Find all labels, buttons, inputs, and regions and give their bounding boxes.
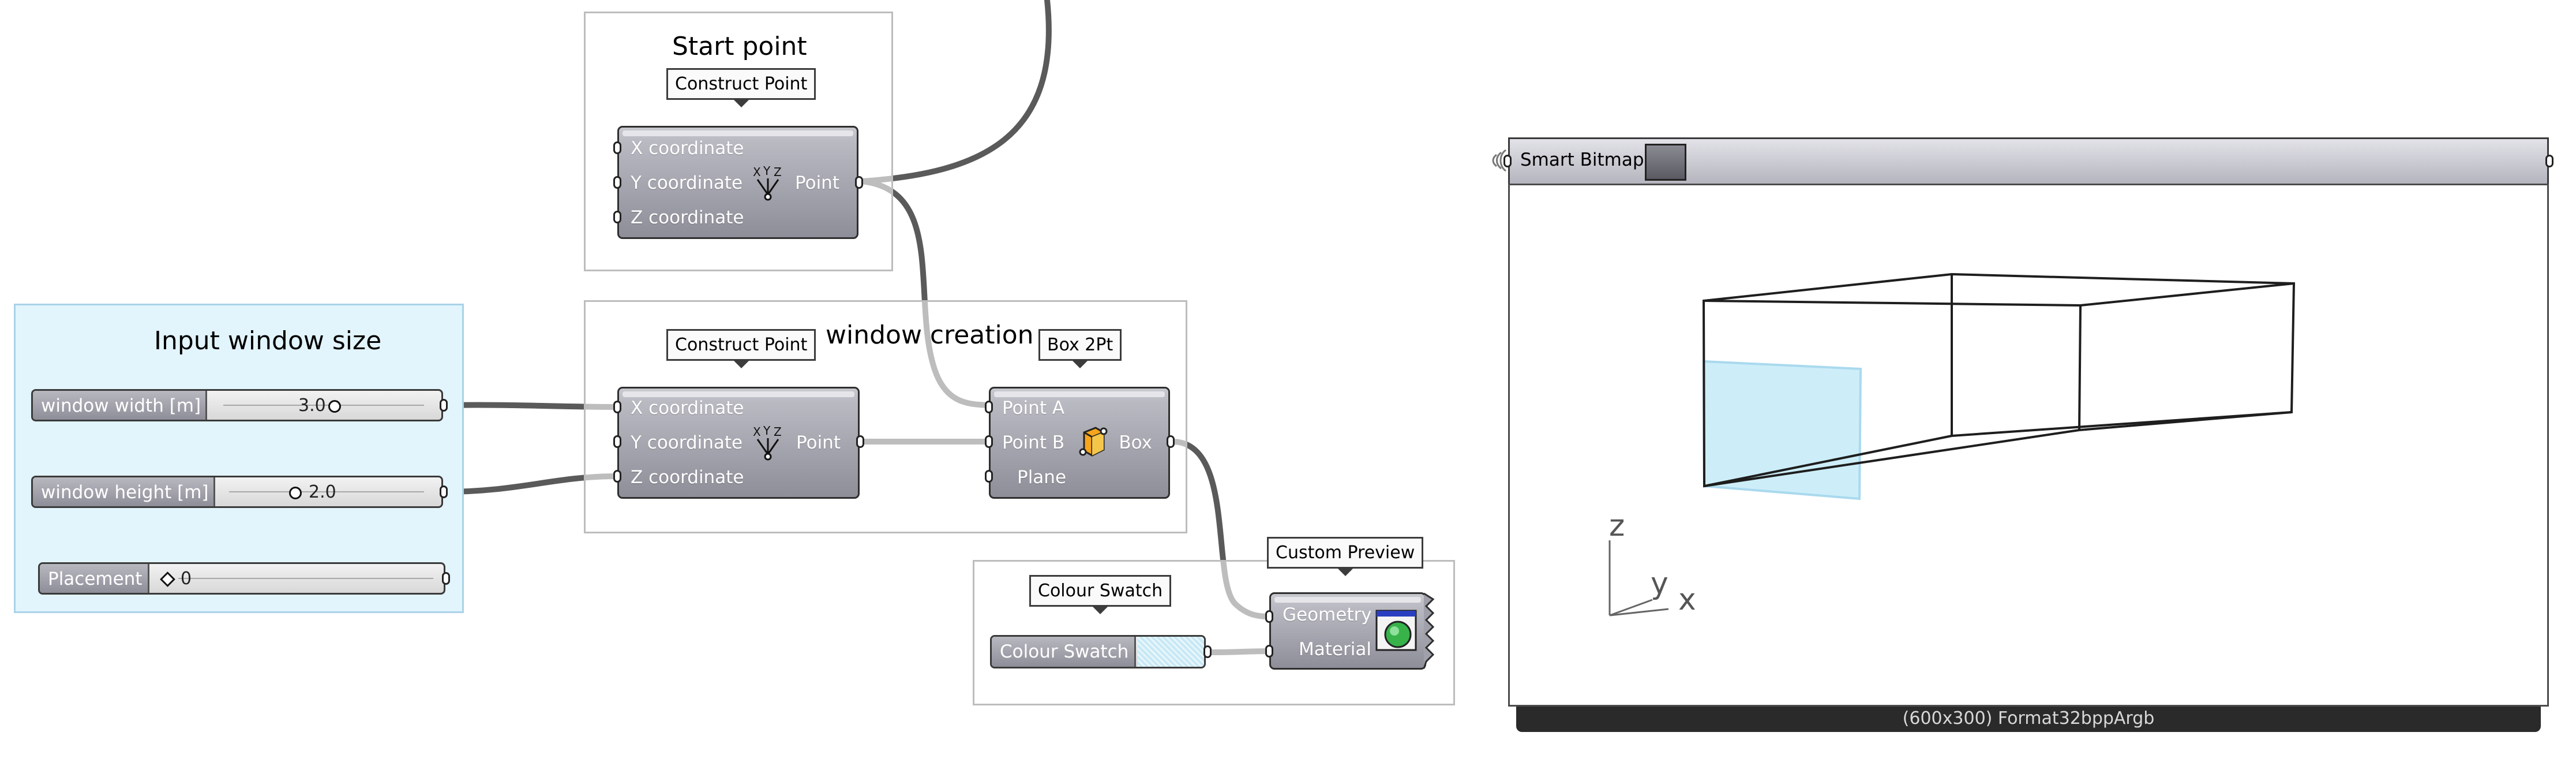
group-input-window-size[interactable]: Input window size [14,304,464,613]
input-label: Plane [1017,467,1067,488]
output-label: Point [795,173,839,193]
custom-preview-component[interactable]: Geometry Material [1269,592,1426,670]
output-grip[interactable] [2545,155,2553,167]
svg-text:Y: Y [763,424,771,438]
smart-bitmap-title: Smart Bitmap [1520,150,1644,170]
input-grip[interactable] [613,176,621,189]
output-grip[interactable] [442,572,450,585]
output-grip[interactable] [855,176,863,189]
output-label: Box [1119,432,1152,453]
xyz-icon: X Y Z [753,424,782,461]
input-grip[interactable] [985,435,993,448]
slider-label: window height [m] [33,477,215,506]
construct-point-mid-component[interactable]: X coordinate Y coordinate Z coordinate X… [617,387,860,499]
group-title: Input window size [154,326,382,356]
window-width-slider[interactable]: window width [m] 3.0 [31,389,443,421]
slider-track [223,405,424,406]
svg-text:X: X [753,425,761,439]
axis-label-x: x [1678,582,1696,617]
input-grip[interactable] [985,470,993,483]
output-grip[interactable] [440,485,448,498]
slider-value: 2.0 [309,482,336,502]
output-grip[interactable] [856,435,864,448]
box-icon [1079,427,1108,457]
colour-swatch-color[interactable] [1138,637,1204,667]
wireless-icon [1492,149,1506,172]
group-title: window creation [826,320,1034,350]
slider-knob[interactable] [328,400,341,413]
input-grip[interactable] [1265,645,1273,658]
slider-value: 0 [181,569,192,589]
slider-track [229,491,424,492]
smart-bitmap-viewport[interactable]: z y x [1508,184,2549,707]
preview-sphere-icon [1375,610,1417,651]
zigzag-edge [1424,592,1435,669]
placement-slider[interactable]: Placement 0 [38,562,445,595]
smart-bitmap-header[interactable]: Smart Bitmap [1508,137,2549,185]
svg-text:X: X [753,165,761,179]
input-label: Point B [1002,432,1065,453]
input-label: Material [1299,639,1371,660]
input-label: Point A [1002,398,1065,419]
output-grip[interactable] [440,399,448,412]
tag-construct-point-mid: Construct Point [666,329,816,368]
input-grip[interactable] [613,401,621,413]
tag-box-2pt: Box 2Pt [1038,329,1122,368]
input-grip[interactable] [1503,155,1512,167]
bitmap-toggle-button[interactable] [1645,144,1686,181]
input-label: Z coordinate [631,207,744,228]
smart-bitmap-footer: (600x300) Format32bppArgb [1516,707,2541,732]
input-label: Y coordinate [631,432,743,453]
axis-label-y: y [1651,566,1668,601]
input-grip[interactable] [613,470,621,483]
group-title: Start point [672,32,807,61]
window-height-slider[interactable]: window height [m] 2.0 [31,476,443,508]
svg-text:Z: Z [774,165,782,179]
slider-label: window width [m] [33,391,207,420]
svg-text:Z: Z [774,425,782,439]
box-2pt-component[interactable]: Point A Point B Plane Box [989,387,1170,499]
input-grip[interactable] [613,141,621,154]
input-label: Y coordinate [631,173,743,193]
slider-track [178,578,433,579]
xyz-icon: X Y Z [753,164,782,201]
slider-knob[interactable] [289,487,302,499]
input-grip[interactable] [1265,610,1273,623]
input-label: Geometry [1283,604,1372,625]
wire-point-offcanvas [859,0,1052,184]
slider-value: 3.0 [298,395,326,416]
input-grip[interactable] [613,211,621,223]
svg-text:Y: Y [763,164,771,178]
output-grip[interactable] [1167,435,1175,448]
box-wireframe-preview [1608,272,2296,617]
input-grip[interactable] [985,401,993,413]
input-label: X coordinate [631,138,744,159]
tag-colour-swatch: Colour Swatch [1029,575,1172,614]
slider-label: Placement [40,564,149,593]
tag-custom-preview: Custom Preview [1267,537,1424,576]
input-label: X coordinate [631,398,744,419]
construct-point-top-component[interactable]: X coordinate Y coordinate Z coordinate X… [617,126,858,239]
tag-construct-point-top: Construct Point [666,68,816,107]
axis-label-z: z [1609,509,1625,543]
colour-swatch-param[interactable]: Colour Swatch [990,635,1206,668]
input-label: Z coordinate [631,467,744,488]
input-grip[interactable] [613,435,621,448]
output-label: Point [796,432,841,453]
slider-knob[interactable] [160,572,175,587]
output-grip[interactable] [1203,645,1212,658]
swatch-label: Colour Swatch [992,637,1136,667]
